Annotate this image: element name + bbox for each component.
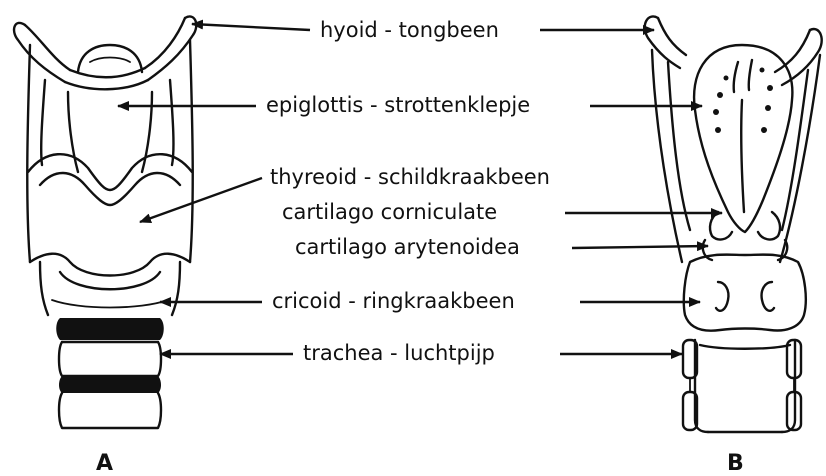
label-arytenoidea: cartilago arytenoidea bbox=[295, 235, 520, 259]
panel-label-a: A bbox=[96, 451, 113, 476]
larynx-front-view bbox=[14, 16, 196, 428]
epiglottis-dots bbox=[713, 60, 773, 212]
arrow-arytenoidea bbox=[572, 246, 708, 248]
label-corniculate: cartilago corniculate bbox=[282, 200, 497, 224]
label-hyoid: hyoid - tongbeen bbox=[320, 18, 499, 42]
labels: hyoid - tongbeen epiglottis - strottenkl… bbox=[266, 18, 550, 365]
label-trachea: trachea - luchtpijp bbox=[303, 341, 495, 365]
arrow-thyreoid bbox=[140, 178, 262, 222]
larynx-back-view bbox=[645, 16, 822, 432]
label-cricoid: cricoid - ringkraakbeen bbox=[272, 289, 515, 313]
arrow-hyoid-a bbox=[192, 24, 310, 30]
label-thyreoid: thyreoid - schildkraakbeen bbox=[270, 165, 550, 189]
label-epiglottis: epiglottis - strottenklepje bbox=[266, 93, 530, 117]
panel-label-b: B bbox=[727, 451, 744, 476]
